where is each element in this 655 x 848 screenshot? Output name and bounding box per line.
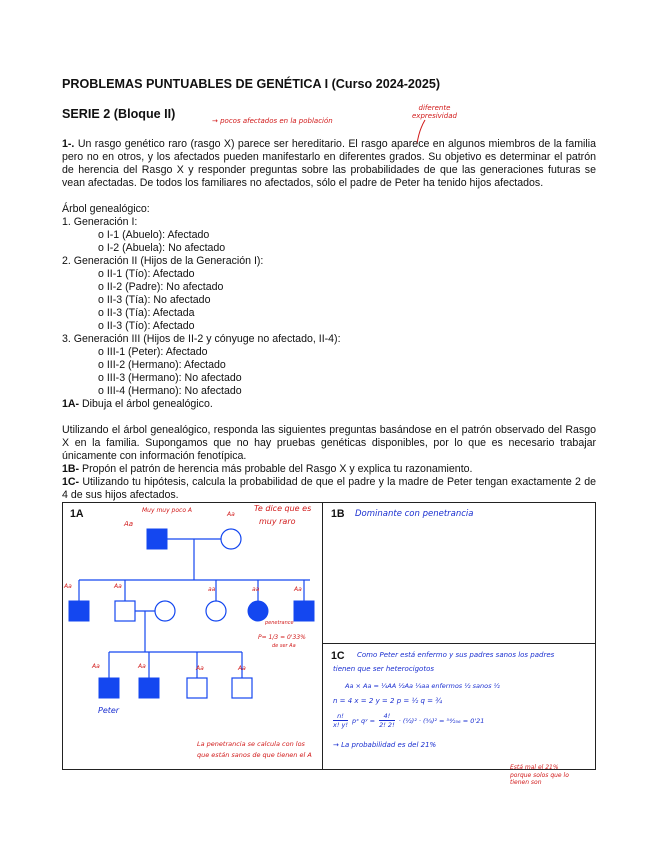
bottom-right-note: Está mal el 21% porque solos que lo tien… [510, 764, 569, 786]
member-item: o III-4 (Hermano): No afectado [98, 385, 242, 397]
answer-1c-line: n = 4 x = 2 y = 2 p = ½ q = ¾ [333, 697, 443, 705]
generation-2-title: 2. Generación II (Hijos de la Generación… [62, 255, 264, 267]
pedigree-peter-label: Peter [98, 706, 120, 715]
member-item: o III-1 (Peter): Afectado [98, 346, 208, 358]
tree-heading: Árbol genealógico: [62, 203, 150, 215]
pedigree-ii1-affected-male [68, 600, 90, 622]
answer-1c-line: Como Peter está enfermo y sus padres san… [357, 651, 555, 659]
generation-1-title: 1. Generación I: [62, 216, 138, 228]
pedigree-genotype: Aa [237, 665, 246, 672]
pedigree-genotype: aa [208, 586, 216, 593]
pedigree-bottom-note: La penetrancia se calcula con los [197, 740, 306, 748]
question-1a: 1A- Dibuja el árbol genealógico. [62, 398, 213, 410]
answer-1c-binomial: n! x! y! pˣ qʸ = 4! 2! 2! · (½)² · (¾)² … [333, 712, 485, 729]
pedigree-iii1-peter [98, 677, 120, 699]
member-item: o III-3 (Hermano): No afectado [98, 372, 242, 384]
pedigree-genotype: Aa [91, 663, 100, 670]
question-1c: 1C- Utilizando tu hipótesis, calcula la … [62, 476, 596, 501]
document-title: PROBLEMAS PUNTUABLES DE GENÉTICA I (Curs… [62, 77, 441, 91]
pedigree-penetrance-note: de ser Aa [272, 643, 296, 649]
pedigree-ii2-unaffected-male [114, 600, 136, 622]
label-1c: 1C [331, 650, 345, 662]
pedigree-chart: Aa Muy muy poco A Aa Te dice que es muy … [63, 504, 315, 759]
member-item: o II-3 (Tío): Afectado [98, 320, 195, 332]
pedigree-iii2-affected-male [138, 677, 160, 699]
member-item: o II-1 (Tío): Afectado [98, 268, 195, 280]
pedigree-iii4-unaffected-male [231, 677, 253, 699]
margin-note-expressivity: diferente expresividad [412, 104, 457, 120]
answer-box [62, 502, 596, 770]
pedigree-note: penetrance [264, 620, 294, 626]
pedigree-note: Muy muy poco A [142, 507, 192, 514]
answer-1c-line: Aa × Aa = ¼AA ½Aa ¼aa enfermos ½ sanos ½ [345, 682, 500, 690]
answer-box-hdivider [322, 643, 596, 644]
label-1b: 1B [331, 508, 345, 520]
pedigree-genotype: Aa [293, 586, 302, 593]
pedigree-genotype: Aa [195, 665, 204, 672]
pedigree-note-top-right: Te dice que es [254, 504, 311, 513]
problem-intro: 1-. Un rasgo genético raro (rasgo X) par… [62, 138, 596, 189]
generation-3-title: 3. Generación III (Hijos de II-2 y cónyu… [62, 333, 341, 345]
pedigree-ii4-spouse [154, 600, 176, 622]
member-item: o I-1 (Abuelo): Afectado [98, 229, 210, 241]
member-item: o II-3 (Tía): Afectada [98, 307, 195, 319]
pedigree-note-top-right: muy raro [259, 517, 296, 526]
label-1a: 1A [70, 508, 84, 520]
instructions-paragraph: Utilizando el árbol genealógico, respond… [62, 424, 596, 462]
answer-1b: Dominante con penetrancia [355, 509, 474, 519]
member-item: o III-2 (Hermano): Afectado [98, 359, 226, 371]
pedigree-ii3-affected-male [293, 600, 315, 622]
member-item: o II-2 (Padre): No afectado [98, 281, 224, 293]
pedigree-ii3-affected-female [247, 600, 269, 622]
answer-1c-line: tienen que ser heterocigotos [333, 665, 435, 673]
pedigree-bottom-note: que están sanos de que tienen el A [197, 751, 312, 759]
pedigree-genotype: Aa [123, 520, 133, 528]
member-item: o I-2 (Abuela): No afectado [98, 242, 226, 254]
pedigree-genotype: Aa [113, 583, 122, 590]
answer-1c-line: → La probabilidad es del 21% [333, 741, 437, 749]
member-item: o II-3 (Tía): No afectado [98, 294, 211, 306]
pedigree-genotype: Aa [63, 583, 72, 590]
answer-box-divider [322, 502, 323, 770]
margin-note-rare: → pocos afectados en la población [212, 117, 333, 125]
pedigree-iii3-unaffected-male [186, 677, 208, 699]
pedigree-i1-affected-male [146, 528, 168, 550]
question-1b: 1B- Propón el patrón de herencia más pro… [62, 463, 473, 475]
pedigree-genotype: Aa [226, 511, 235, 518]
serie-heading: SERIE 2 (Bloque II) [62, 107, 176, 121]
pedigree-penetrance-note: P= 1/3 = 0'33% [258, 634, 306, 641]
pedigree-genotype: aa [252, 586, 260, 593]
pedigree-i2-unaffected-female [220, 528, 242, 550]
pedigree-genotype: Aa [137, 663, 146, 670]
expressivity-arrow [416, 119, 426, 145]
pedigree-ii3-unaffected-female [205, 600, 227, 622]
